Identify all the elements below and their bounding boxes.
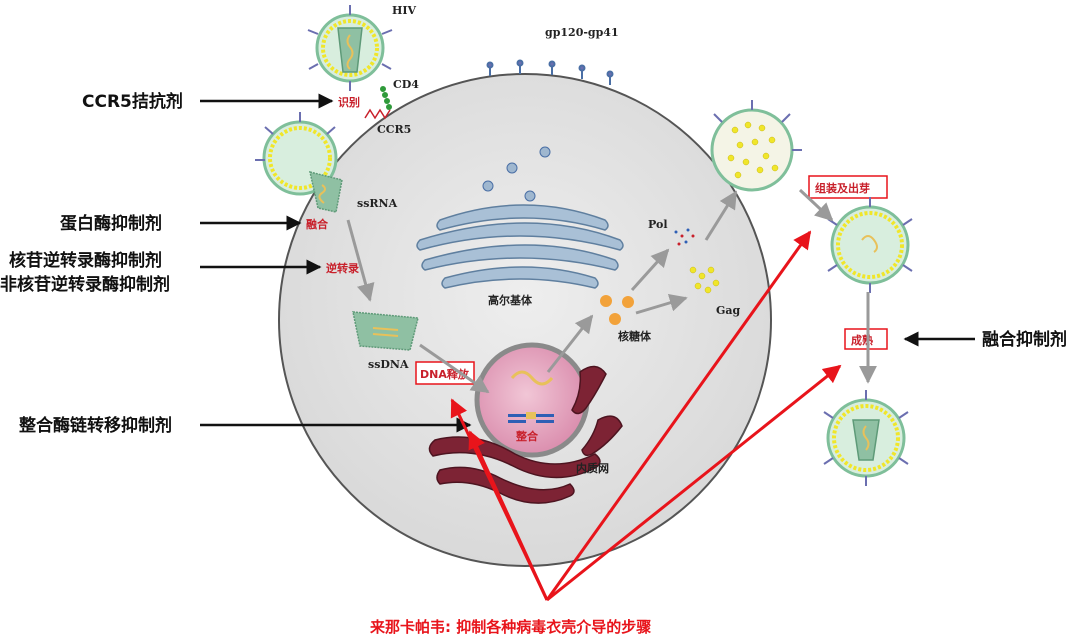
ccr5-receptor [364,108,391,120]
hiv-label: HIV [392,4,417,17]
maturation-step-box [844,328,888,350]
drug-ccr5-antagonist: CCR5拮抗剂 [82,91,183,112]
hiv-virion-free [307,5,393,91]
gag-label: Gag [716,304,741,317]
drug-nrti: 核苷逆转录酶抑制剂 [9,250,162,271]
ribosome-label: 核糖体 [618,329,652,343]
pol-label: Pol [648,218,668,231]
host-cell [278,73,772,567]
membrane-spikes [486,59,614,85]
lenacapavir-caption: 来那卡帕韦: 抑制各种病毒衣壳介导的步骤 [369,618,651,636]
drug-fusion-inhibitor: 融合抑制剂 [982,329,1067,350]
immature-virion [827,197,913,293]
step-maturation: 成熟 [851,333,873,347]
lenacapavir-arrows [450,230,842,602]
drug-protease-inhibitor: 蛋白酶抑制剂 [60,213,162,234]
gp120-gp41-label: gp120-gp41 [545,26,619,39]
cd4-receptor [380,86,392,110]
process-arrows [346,188,877,394]
step-recognition: 识别 [338,95,360,109]
ssrna-label: ssRNA [357,197,398,210]
gag-particles [689,266,720,294]
step-integration: 整合 [515,429,539,443]
golgi-apparatus [416,204,624,289]
assembling-virion [710,100,802,192]
ccr5-label: CCR5 [377,123,411,136]
released-capsid [309,170,343,213]
ribosomes [600,295,634,325]
drug-integrase-inhibitor: 整合酶链转移抑制剂 [19,415,172,436]
mature-virion [823,390,909,486]
step-fusion: 融合 [306,217,329,231]
assembly-step-box [808,175,888,199]
ssdna-label: ssDNA [368,358,409,371]
vesicles [482,146,551,202]
er-label: 内质网 [576,461,609,475]
nucleus [474,342,590,458]
ssdna-capsid [352,311,419,351]
pol-particles [674,228,695,246]
step-reverse-transcription: 逆转录 [326,261,359,275]
golgi-label: 高尔基体 [488,293,533,307]
drug-nnrti: 非核苷逆转录酶抑制剂 [0,274,170,295]
step-assembly-budding: 组装及出芽 [815,181,870,195]
cd4-label: CD4 [393,78,419,91]
